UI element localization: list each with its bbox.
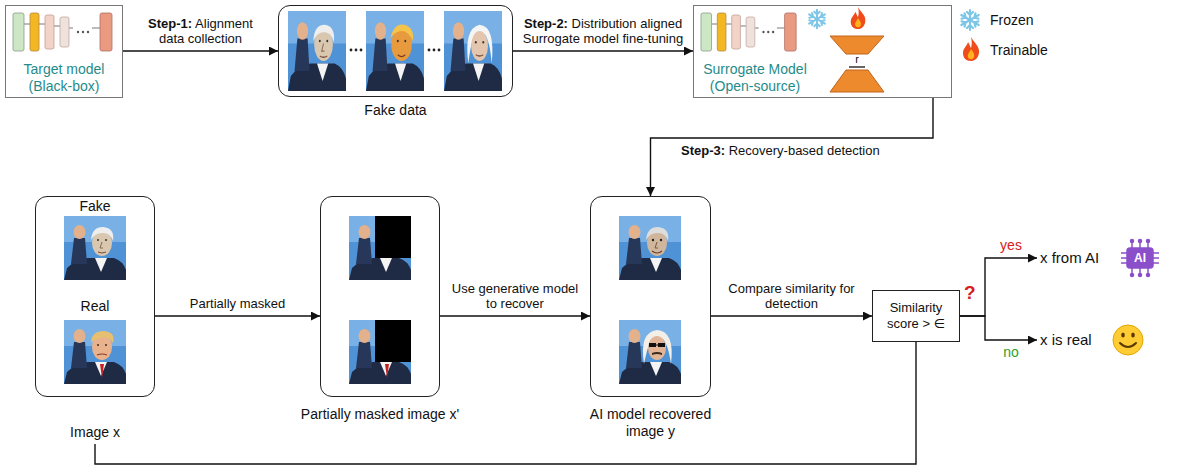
recovered-image [619,216,681,280]
real-image [64,320,126,384]
mask-patch [375,320,411,362]
edge-label: Step-1: Alignment data collection [137,16,264,47]
trainable-icon [851,7,866,29]
fake-image [366,11,424,91]
decision-mark: ? [964,282,976,305]
frozen-icon [808,10,827,28]
node-label: Image x [35,424,155,441]
connector-arrow [123,50,278,51]
edge-label: Step-3: Recovery-based detection [680,143,881,159]
box-outline [278,5,513,97]
label-emphasis: Step-1: [148,16,192,31]
image-panel: FakeRealImage x [35,196,155,444]
node-label: x is real [1040,331,1092,349]
label-emphasis: Step-2: [524,16,568,31]
recovered-image-panel: AI model recovered image y [590,196,711,444]
bottleneck-encoder [830,36,884,54]
box-outline [590,196,711,397]
ellipsis-dots [350,49,441,52]
connector-arrow [651,98,934,196]
recovered-image [619,320,681,384]
connector-arrow [440,315,590,316]
connector-arrow [513,50,693,51]
icon-label: AI [1127,251,1153,265]
legend-text: Frozen [990,12,1034,29]
node-label: Target model (Black-box) [9,61,119,95]
fake-image [288,11,346,91]
edge-label: yes [999,237,1023,254]
ai-chip-icon [1121,240,1159,277]
fake-data-panel: Fake data [278,5,513,123]
node-label: x from AI [1040,249,1099,267]
target-model-box: Target model (Black-box) [5,5,123,98]
edge-label: Use generative model to recover [444,281,586,312]
connector-arrow [960,258,1037,316]
connector-arrow [960,316,1037,340]
legend-text: Trainable [990,42,1048,59]
connector-arrow [155,315,320,316]
box-outline [35,196,155,397]
real-image [349,320,411,384]
fake-image [444,11,502,91]
masked-image-panel: Partially masked image x' [320,196,440,444]
network-layers [13,13,112,51]
smiley-icon [1113,325,1143,355]
edge-label: no [1002,344,1020,361]
legend-icon-shape [960,10,980,30]
node-label: Surrogate Model (Open-source) [696,61,814,95]
fake-image [64,216,126,280]
legend-icon [960,36,982,62]
bottleneck-bar [849,66,865,68]
connector-arrow [711,315,872,316]
result-text: x from AI [1040,249,1102,267]
fake-image [349,216,411,280]
label-emphasis: Step-3: [681,143,725,158]
bottleneck-decoder [830,70,884,92]
edge-label: Partially masked [189,296,286,312]
legend-icon-shape [963,37,979,61]
node-label: Similarity score > ∈ [876,300,956,331]
edge-label: Compare similarity for detection [726,281,858,312]
box-outline [320,196,440,397]
node-label: Fake [35,198,155,215]
node-label: AI model recovered image y [570,406,731,440]
result-text: x is real [1040,331,1094,349]
similarity-box: Similarity score > ∈ [872,290,960,342]
node-label: Fake data [278,102,513,119]
network-layers [701,13,796,51]
node-label: Partially masked image x' [300,406,460,423]
bottleneck-label: r [850,53,864,66]
connector-arrow [95,342,916,464]
edge-label: Step-2: Distribution aligned Surrogate m… [516,16,690,47]
mask-patch [375,216,411,258]
node-label: Real [35,298,155,315]
surrogate-model-box: Surrogate Model (Open-source) [693,5,952,98]
legend-icon [958,8,982,32]
